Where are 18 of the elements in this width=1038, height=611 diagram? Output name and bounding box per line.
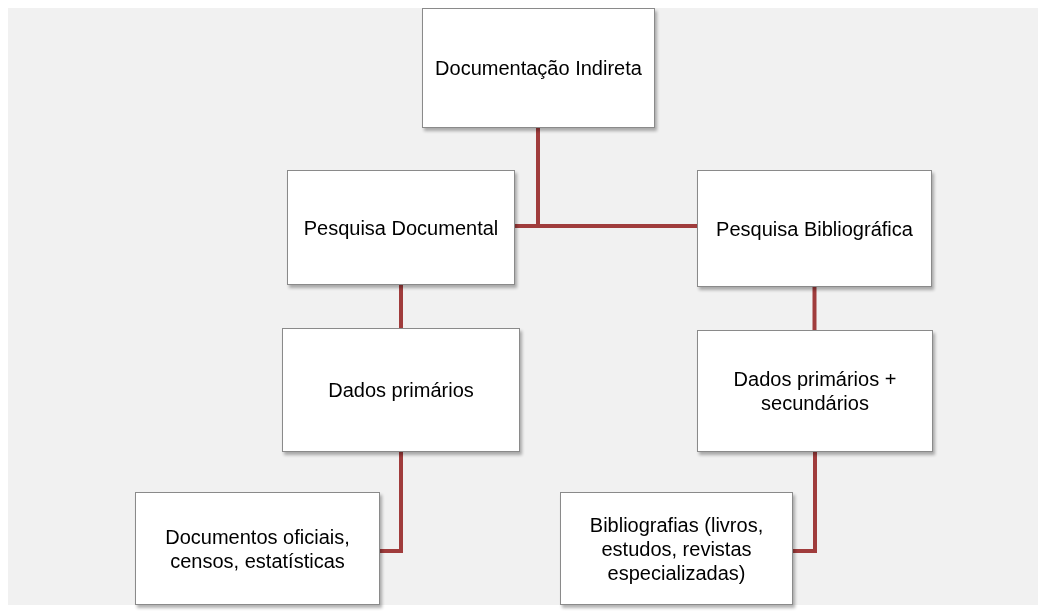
connector-line	[380, 452, 403, 553]
box-label: Pesquisa Documental	[303, 215, 499, 240]
connector-line	[812, 287, 817, 330]
process-box	[422, 8, 655, 128]
process-box	[697, 170, 932, 287]
connector-line	[399, 285, 403, 328]
process-box	[135, 492, 380, 605]
process-box	[282, 328, 520, 452]
box-label: Documentação Indireta	[435, 56, 642, 80]
box-label: Pesquisa Bibliográfica	[716, 216, 913, 241]
connector-line	[793, 452, 817, 553]
process-box	[697, 330, 933, 452]
box-label: Documentos oficiais, censos, estatísticas	[164, 524, 351, 573]
box-label: Dados primários	[328, 378, 474, 402]
box-label: Bibliografias (livros, estudos, revistas especializadas)	[588, 512, 765, 585]
process-box	[287, 170, 515, 285]
process-box	[560, 492, 793, 605]
box-label: Dados primários + secundários	[732, 367, 898, 415]
